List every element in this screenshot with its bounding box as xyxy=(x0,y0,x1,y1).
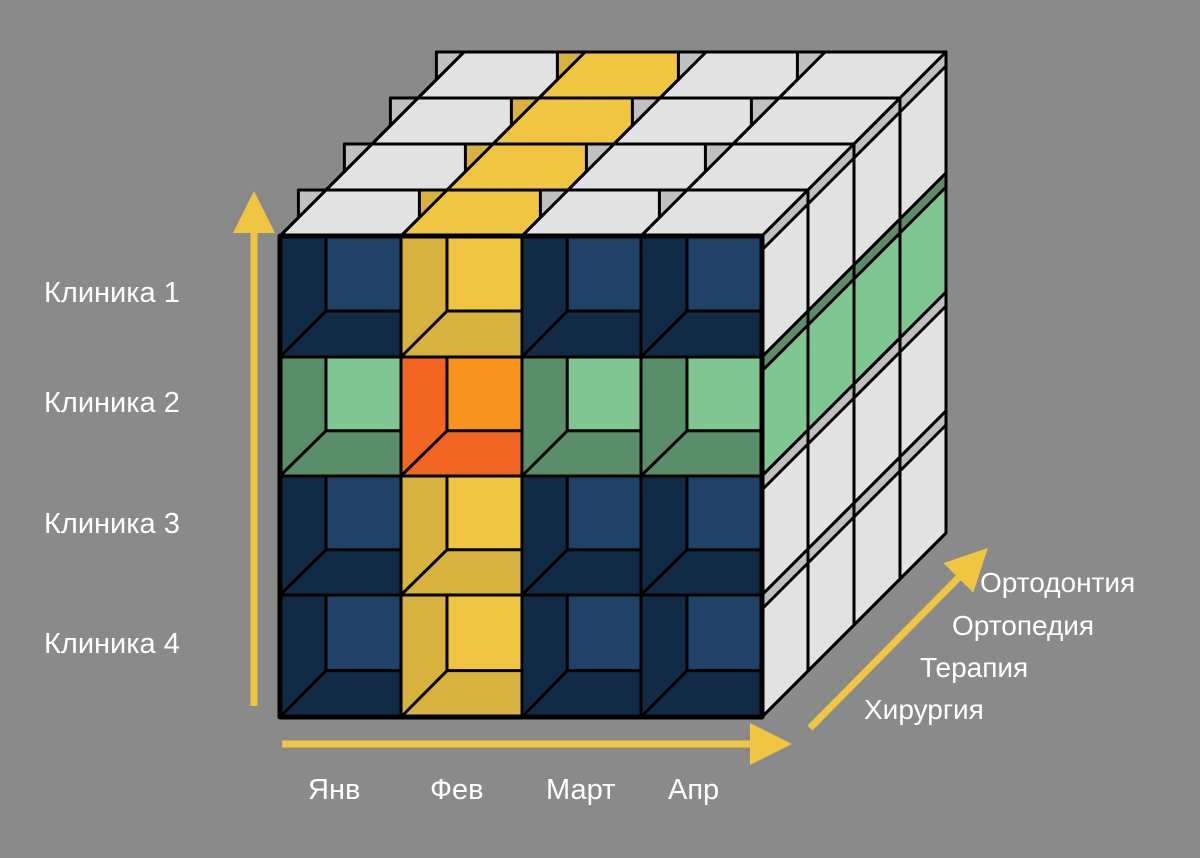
column-label-feb: Фев xyxy=(430,774,484,806)
front-cell-face xyxy=(565,355,643,433)
row-label-clinic-1: Клиника 1 xyxy=(44,277,180,309)
front-cell-face xyxy=(324,474,403,552)
depth-axis-arrow xyxy=(807,548,988,731)
row-label-clinic-4: Клиника 4 xyxy=(44,628,180,660)
front-cell-edge xyxy=(520,669,569,719)
front-cell-edge xyxy=(399,669,449,719)
row-label-clinic-2: Клиника 2 xyxy=(44,387,180,419)
front-cell-edge xyxy=(278,309,328,359)
axis-arrows xyxy=(233,191,988,765)
front-cell-edge xyxy=(399,429,449,478)
front-cell-edge xyxy=(278,669,328,719)
front-cell-edge xyxy=(520,548,569,597)
front-cell-face xyxy=(685,234,764,313)
cube-front-face xyxy=(277,50,948,720)
front-cell-face xyxy=(445,355,524,433)
depth-label-orthodontics: Ортодонтия xyxy=(980,567,1136,598)
front-cell-edge xyxy=(520,429,569,478)
front-cell-face xyxy=(445,234,524,313)
front-cell-edge xyxy=(639,669,689,719)
front-cell-face xyxy=(324,234,403,313)
depth-label-surgery: Хирургия xyxy=(864,694,984,725)
depth-label-therapy: Терапия xyxy=(920,652,1029,683)
front-cell-face xyxy=(685,355,764,433)
front-cell-edge xyxy=(278,429,328,478)
front-cell-face xyxy=(565,234,643,313)
front-cell-face xyxy=(685,474,764,552)
row-label-clinic-3: Клиника 3 xyxy=(44,508,180,540)
column-label-apr: Апр xyxy=(668,774,720,806)
front-cell-face xyxy=(685,593,764,673)
cube-right-face xyxy=(760,50,948,719)
front-cell-edge xyxy=(399,309,449,359)
front-cell-face xyxy=(565,474,643,552)
column-label-mar: Март xyxy=(546,774,616,806)
front-cell-edge xyxy=(278,548,328,597)
front-cell-face xyxy=(445,474,524,552)
front-cell-edge xyxy=(639,548,689,597)
front-cell-face xyxy=(324,355,403,433)
front-cell-edge xyxy=(639,429,689,478)
depth-label-orthopedics: Ортопедия xyxy=(952,610,1095,641)
column-label-jan: Янв xyxy=(308,774,361,806)
front-cell-face xyxy=(324,593,403,673)
front-cell-edge xyxy=(399,548,449,597)
front-cell-face xyxy=(565,593,643,673)
front-cell-edge xyxy=(639,309,689,359)
front-cell-edge xyxy=(520,309,569,359)
front-cell-face xyxy=(445,593,524,673)
cube-silhouette xyxy=(278,50,948,719)
